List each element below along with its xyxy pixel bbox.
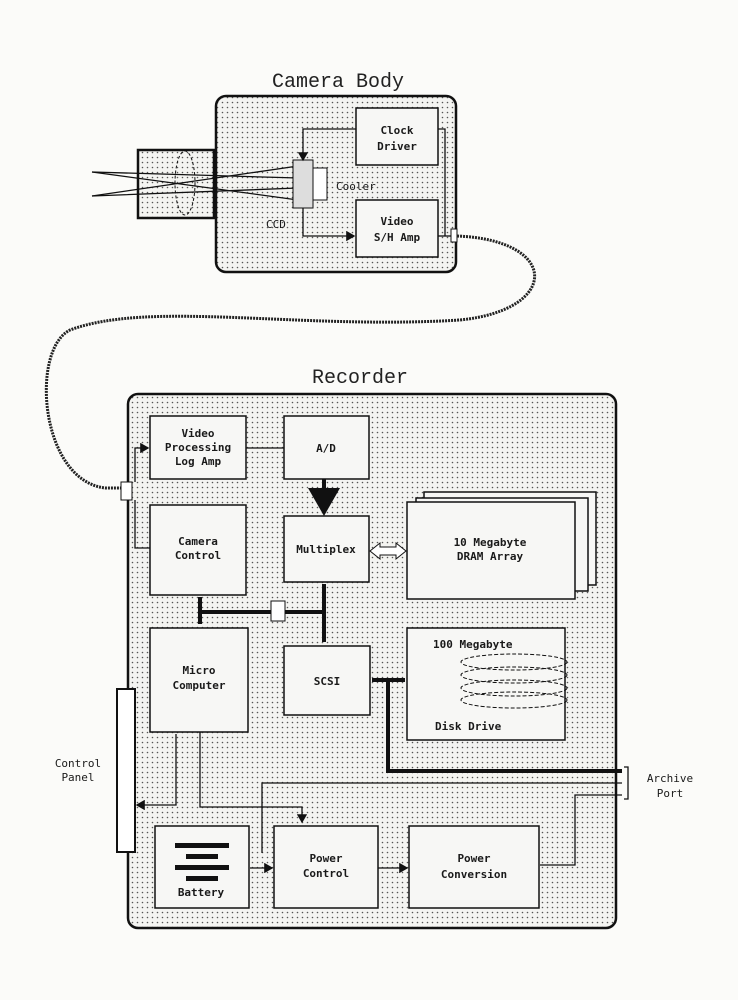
video-processing-box: [149, 415, 247, 480]
data-bus-arrow: [369, 541, 407, 561]
svg-text:Panel: Panel: [61, 771, 94, 784]
micro-computer-box: [149, 627, 249, 733]
battery-icon: [175, 843, 229, 881]
svg-text:10 Megabyte: 10 Megabyte: [454, 536, 527, 549]
svg-text:A/D: A/D: [316, 442, 336, 455]
svg-text:Micro: Micro: [182, 664, 215, 677]
svg-text:Battery: Battery: [178, 886, 225, 899]
disk-platters-icon: [460, 653, 568, 709]
light-rays: [91, 171, 299, 197]
svg-text:Computer: Computer: [173, 679, 226, 692]
svg-text:SCSI: SCSI: [314, 675, 341, 688]
svg-text:Control: Control: [175, 549, 221, 562]
svg-text:Log Amp: Log Amp: [175, 455, 222, 468]
clock-driver-box: [355, 107, 439, 166]
svg-text:Control: Control: [303, 867, 349, 880]
svg-text:Camera: Camera: [178, 535, 218, 548]
video-sh-amp-label: Video: [380, 215, 413, 228]
svg-text:Processing: Processing: [165, 441, 231, 454]
bus-switch-icon: [270, 600, 286, 622]
scsi-box: [283, 645, 371, 716]
multiplex-box: [283, 515, 370, 583]
clock-driver-label: Clock: [380, 124, 413, 137]
recorder-connector: [120, 481, 133, 501]
svg-text:Disk Drive: Disk Drive: [435, 720, 502, 733]
cooler-label: Cooler: [336, 180, 376, 193]
dram-array-box: [406, 501, 576, 600]
svg-text:DRAM Array: DRAM Array: [457, 550, 524, 563]
ccd-label: CCD: [266, 218, 286, 231]
camera-body-title: Camera Body: [272, 71, 404, 94]
svg-text:S/H Amp: S/H Amp: [374, 231, 421, 244]
svg-text:100 Megabyte: 100 Megabyte: [433, 638, 513, 651]
camera-connector: [450, 228, 458, 243]
svg-text:Power: Power: [309, 852, 342, 865]
cooler-fins-icon: [312, 167, 328, 201]
svg-text:Driver: Driver: [377, 140, 417, 153]
camera-cable: [44, 234, 536, 490]
svg-text:Video: Video: [181, 427, 214, 440]
control-panel: [116, 688, 136, 853]
archive-port-bracket: [624, 766, 629, 800]
recorder-title: Recorder: [312, 367, 408, 390]
control-panel-label: Control: [55, 757, 101, 770]
camera-control-box: [149, 504, 247, 596]
svg-text:Power: Power: [457, 852, 490, 865]
disk-drive-box: [406, 627, 566, 741]
svg-text:Multiplex: Multiplex: [296, 543, 356, 556]
svg-text:Port: Port: [657, 787, 684, 800]
svg-text:Conversion: Conversion: [441, 868, 507, 881]
power-conversion-box: [408, 825, 540, 909]
video-sh-amp-box: [355, 199, 439, 258]
power-control-box: [273, 825, 379, 909]
archive-port-label: Archive: [647, 772, 693, 785]
ccd-sensor-icon: [292, 159, 314, 209]
